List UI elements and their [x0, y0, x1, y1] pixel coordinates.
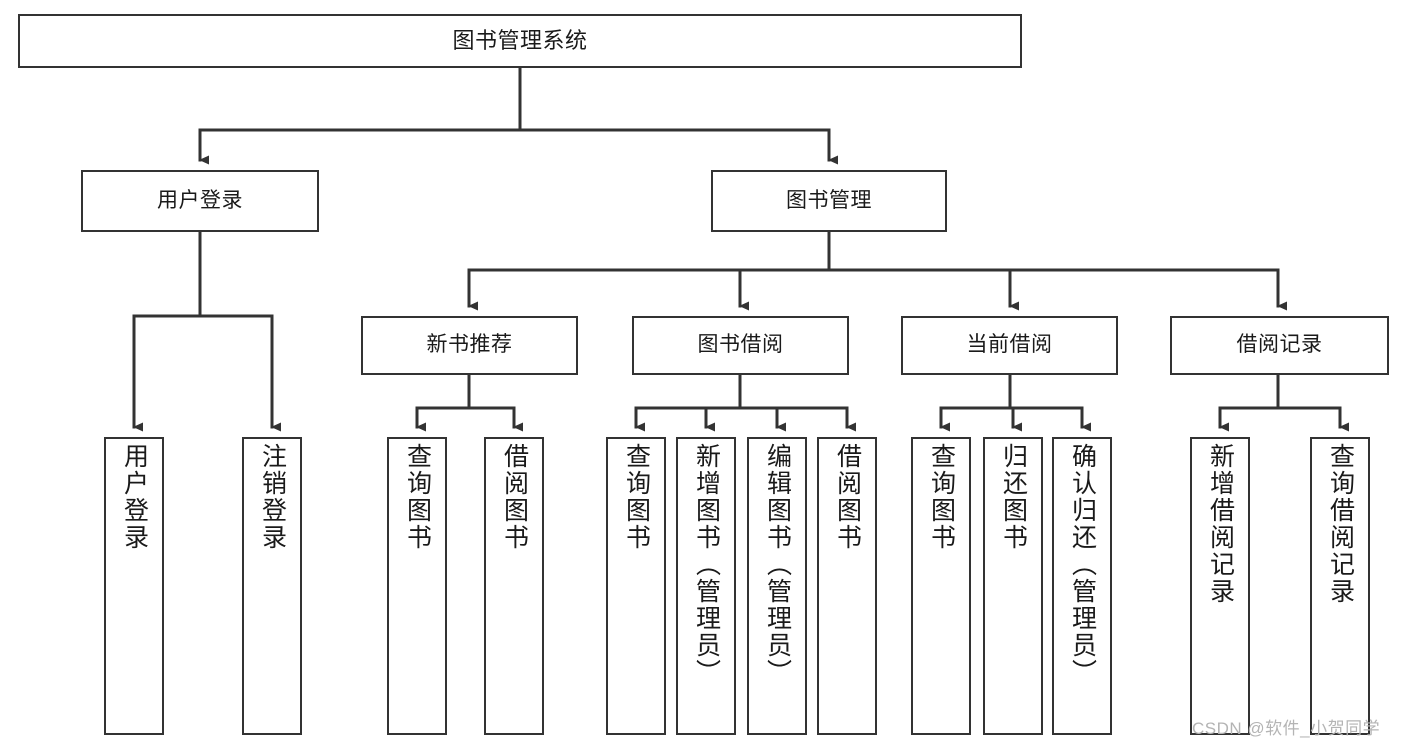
node-label: 查询图书 — [927, 443, 956, 551]
node-label: 查询借阅记录 — [1326, 443, 1355, 605]
node-leaf-11[interactable]: 新增借阅记录 — [1190, 437, 1250, 735]
node-label: 确认归还（管理员） — [1068, 443, 1097, 686]
node-label: 归还图书 — [999, 443, 1028, 551]
node-label: 新增借阅记录 — [1206, 443, 1235, 605]
node-label: 查询图书 — [403, 443, 432, 551]
node-leaf-0[interactable]: 用户登录 — [104, 437, 164, 735]
node-leaf-4[interactable]: 查询图书 — [606, 437, 666, 735]
node-label: 借阅图书 — [833, 443, 862, 551]
node-level3-2[interactable]: 当前借阅 — [901, 316, 1118, 375]
node-label: 借阅记录 — [1236, 333, 1323, 357]
node-leaf-12[interactable]: 查询借阅记录 — [1310, 437, 1370, 735]
node-label: 新书推荐 — [426, 333, 513, 357]
node-label: 借阅图书 — [500, 443, 529, 551]
node-level3-0[interactable]: 新书推荐 — [361, 316, 578, 375]
node-label: 查询图书 — [622, 443, 651, 551]
node-label: 用户登录 — [120, 443, 149, 551]
node-leaf-9[interactable]: 归还图书 — [983, 437, 1043, 735]
node-label: 图书借阅 — [697, 333, 784, 357]
node-leaf-6[interactable]: 编辑图书（管理员） — [747, 437, 807, 735]
node-level2-1[interactable]: 图书管理 — [711, 170, 947, 232]
node-root-system[interactable]: 图书管理系统 — [18, 14, 1022, 68]
node-leaf-5[interactable]: 新增图书（管理员） — [676, 437, 736, 735]
node-label: 图书管理 — [786, 188, 872, 212]
node-label: 当前借阅 — [966, 333, 1053, 357]
node-level2-0[interactable]: 用户登录 — [81, 170, 319, 232]
node-level3-1[interactable]: 图书借阅 — [632, 316, 849, 375]
node-label: 用户登录 — [157, 188, 243, 212]
node-label: 图书管理系统 — [452, 28, 588, 54]
node-leaf-8[interactable]: 查询图书 — [911, 437, 971, 735]
node-leaf-2[interactable]: 查询图书 — [387, 437, 447, 735]
node-level3-3[interactable]: 借阅记录 — [1170, 316, 1389, 375]
node-label: 编辑图书（管理员） — [763, 443, 792, 686]
node-leaf-3[interactable]: 借阅图书 — [484, 437, 544, 735]
node-leaf-7[interactable]: 借阅图书 — [817, 437, 877, 735]
node-leaf-1[interactable]: 注销登录 — [242, 437, 302, 735]
csdn-watermark: CSDN @软件_小贺同学 — [1192, 719, 1381, 738]
node-leaf-10[interactable]: 确认归还（管理员） — [1052, 437, 1112, 735]
node-label: 注销登录 — [258, 443, 287, 551]
node-label: 新增图书（管理员） — [692, 443, 721, 686]
